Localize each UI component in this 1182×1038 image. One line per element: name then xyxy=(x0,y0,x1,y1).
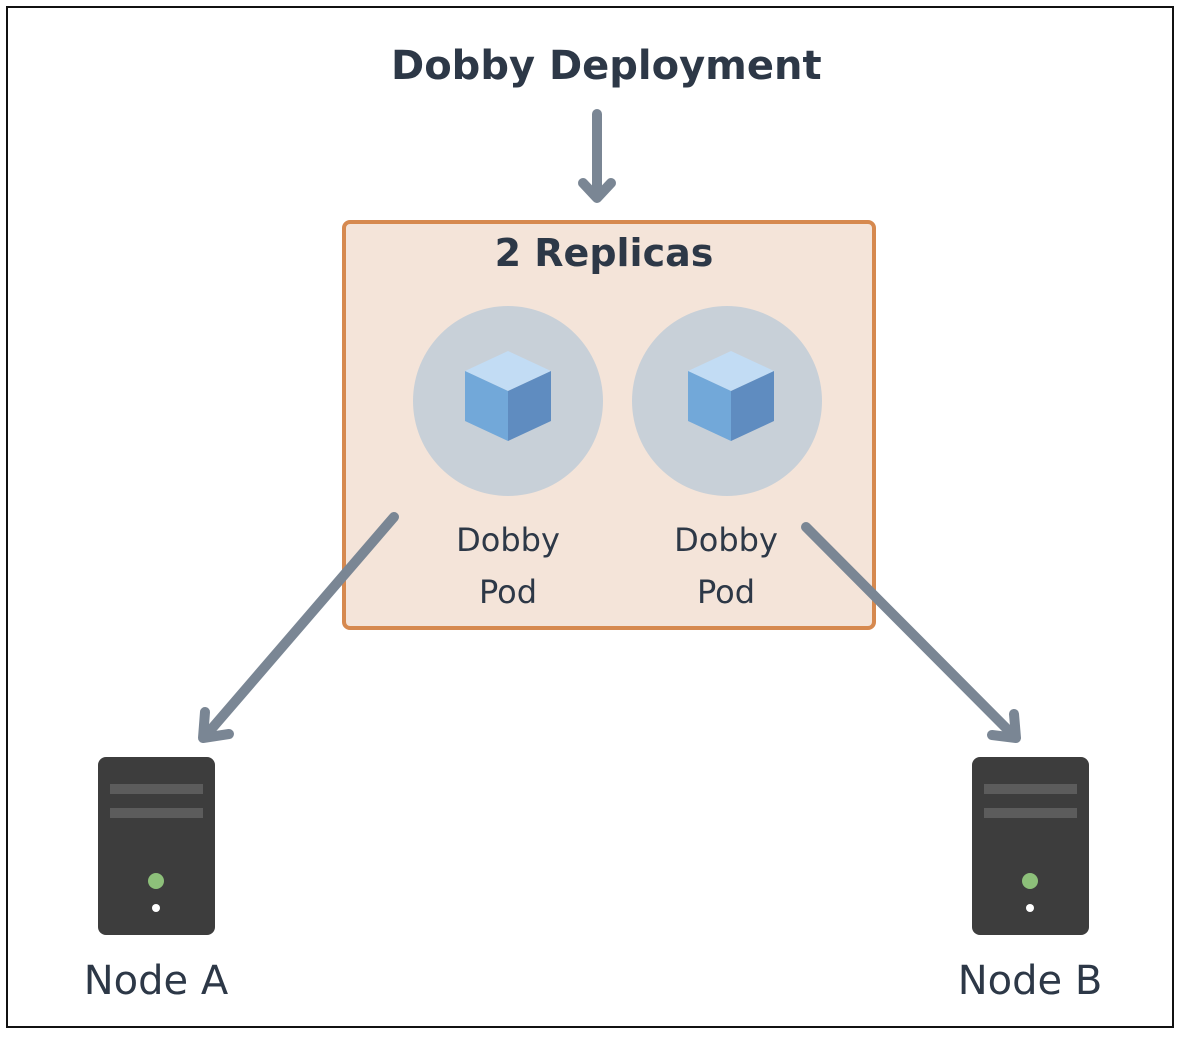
node-a-label: Node A xyxy=(83,958,229,1004)
deployment-arrow xyxy=(578,109,616,203)
arrow-to-node-b xyxy=(801,522,1021,743)
arrow-to-node-a xyxy=(198,512,399,743)
pod-1-label: Dobby Pod xyxy=(418,514,598,618)
deployment-title: Dobby Deployment xyxy=(391,43,822,89)
server-icon xyxy=(972,757,1089,935)
pod-label-line1: Dobby xyxy=(674,521,778,559)
cube-icon xyxy=(465,351,551,441)
pod-label-line1: Dobby xyxy=(456,521,560,559)
pod-label-line2: Pod xyxy=(478,573,538,611)
pod-2 xyxy=(632,306,822,496)
pod-label-line2: Pod xyxy=(696,573,756,611)
pod-2-label: Dobby Pod xyxy=(636,514,816,618)
pod-1 xyxy=(413,306,603,496)
server-icon xyxy=(98,757,215,935)
cube-icon xyxy=(688,351,774,441)
replicas-label: 2 Replicas xyxy=(494,231,714,275)
node-b-label: Node B xyxy=(957,958,1103,1004)
